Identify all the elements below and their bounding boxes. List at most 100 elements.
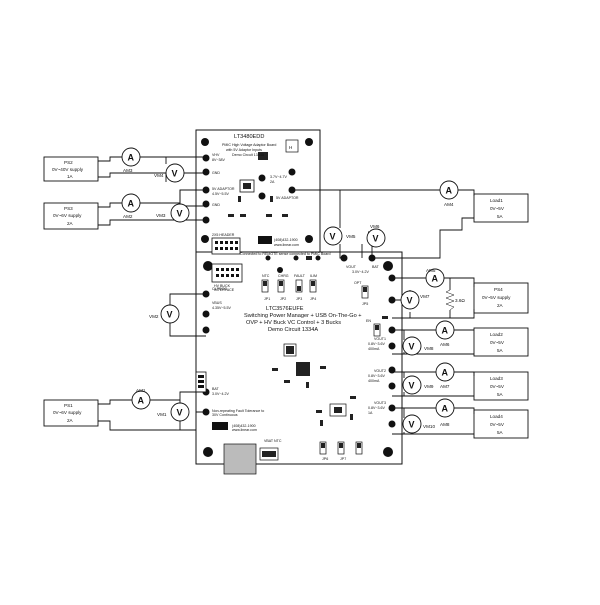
am1-label: AM1: [136, 388, 146, 393]
adapter-components: H: [228, 139, 299, 217]
jp5-label: JP5: [362, 302, 368, 306]
jp2-label: JP2: [280, 297, 286, 301]
adapter-title-line-2: with 5V Adaptor Inputs: [226, 148, 262, 152]
ps1-current: 2A: [67, 418, 74, 423]
vm4-symbol: V: [172, 169, 178, 179]
load-resistor: 3.6Ω: [445, 289, 465, 311]
load3-range: 0V~5V: [490, 384, 505, 389]
ps4-supply: PS4 0V~5V supply 2A: [473, 282, 529, 314]
am8-symbol: A: [442, 404, 449, 414]
am4-label: AM4: [444, 202, 454, 207]
vhv-range: 8V~38V: [212, 158, 225, 162]
load4-range: 0V~5V: [490, 422, 505, 427]
adapter-part-number: LT3480EDD: [234, 134, 264, 140]
svg-text:H: H: [289, 145, 292, 150]
vout3-current: 1A: [368, 411, 373, 415]
en-label: EN: [366, 319, 371, 323]
vbat-ntc-label: VBAT NTC: [264, 439, 282, 443]
load1-range: 0V~5V: [490, 206, 505, 211]
ps3-supply: PS3 0V~6V supply 2A: [43, 202, 99, 230]
ps2-current: 1A: [67, 174, 74, 179]
clprog-label: CLPROG: [212, 287, 227, 291]
jp1-label: JP1: [264, 297, 270, 301]
hv-buck-label: HV BUCK: [214, 284, 231, 288]
ps1-range: 0V~6V supply: [53, 410, 82, 415]
main-title-line-2: Switching Power Manager + USB On-The-Go …: [244, 313, 362, 319]
am4-symbol: A: [446, 186, 453, 196]
voltmeter-vm6: V VM6: [366, 224, 386, 248]
adapter-title-line-1: PMIC High Voltage Adaptor Board: [222, 143, 276, 147]
adapter-board: [195, 129, 321, 253]
voltmeter-vm7: V VM7: [400, 290, 430, 310]
vm2-label: VM2: [149, 314, 159, 319]
battery-connector: [195, 371, 207, 393]
adapter-output-voltage: 3.7V~4.7V: [270, 175, 287, 179]
vm6-label: VM6: [370, 224, 380, 229]
load3-current: 5A: [497, 392, 504, 397]
ammeter-am2: A AM2: [121, 193, 141, 219]
ammeter-am4: A AM4: [439, 180, 459, 207]
load2-name: Load2: [490, 332, 503, 337]
am3-label: AM3: [123, 168, 133, 173]
am5-label: AM5: [426, 268, 436, 273]
adapter-title-line-3: Demo Circuit 1344A: [232, 153, 265, 157]
ps2-supply: PS2 0V~40V supply 1A: [43, 156, 99, 182]
ps4-range: 0V~5V supply: [482, 295, 511, 300]
vm3-symbol: V: [177, 209, 183, 219]
adapter-logo-area: (408)432-1900 www.linear.com: [258, 236, 299, 247]
jp3-label: JP3: [296, 297, 302, 301]
jumper-blocks: [261, 279, 381, 455]
vm5-label: VM5: [346, 234, 356, 239]
voltmeter-vm1: V VM1: [157, 402, 190, 422]
vm10-label: VM10: [423, 424, 435, 429]
resistor-value: 3.6Ω: [455, 298, 465, 303]
vbus-range: 4.35V~5.5V: [212, 306, 231, 310]
load4-box: Load4 0V~5V 5A: [473, 409, 529, 439]
load3-box: Load3 0V~5V 5A: [473, 371, 529, 401]
vm7-symbol: V: [407, 296, 413, 306]
ps1-supply: PS1 0V~6V supply 2A: [43, 399, 99, 427]
load1-name: Load1: [490, 198, 503, 203]
voltmeter-vm10: V VM10: [402, 414, 435, 434]
vout1-current: 400mA: [368, 347, 380, 351]
am3-symbol: A: [128, 153, 135, 163]
wiring: [98, 156, 475, 435]
ps3-name: PS3: [64, 206, 73, 211]
ps3-range: 0V~6V supply: [53, 213, 82, 218]
vout3-range: 0.8V~3.6V: [368, 406, 385, 410]
vout-label: VOUT: [346, 265, 357, 269]
vm9-label: VM9: [424, 384, 434, 389]
vout1-range: 0.8V~3.6V: [368, 342, 385, 346]
vm7-label: VM7: [420, 294, 430, 299]
vout1-label: VOUT1: [374, 337, 386, 341]
adapter-web: www.linear.com: [274, 243, 299, 247]
load2-current: 5A: [497, 348, 504, 353]
fault-note-line-1: Non-repeating Fault Tolerance to: [212, 409, 264, 413]
jp4-label: JP4: [310, 297, 316, 301]
jp7-label: JP7: [340, 457, 346, 461]
adapter-board-text: LT3480EDD PMIC High Voltage Adaptor Boar…: [212, 134, 331, 256]
ammeter-am8: A AM8: [435, 398, 455, 427]
main-title-line-3: OVP + HV Buck VC Control + 3 Bucks: [246, 320, 341, 326]
ammeter-am3: A AM3: [121, 147, 141, 173]
vhv-label: VHV: [212, 153, 220, 157]
mounting-holes: [201, 138, 393, 457]
adapter-phone: (408)432-1900: [274, 238, 298, 242]
load2-range: 0V~5V: [490, 340, 505, 345]
ammeter-am7: A AM7: [435, 362, 455, 389]
vbus-label: VBUS: [212, 301, 222, 305]
ps1-name: PS1: [64, 403, 73, 408]
main-board-text: JP1 JP2 JP3 JP4 NTC CHRG FAULT ILIM OPT …: [212, 265, 386, 461]
vm9-symbol: V: [409, 381, 415, 391]
usb-connector: [223, 443, 279, 475]
voltmeter-vm3: V VM3: [156, 203, 190, 223]
load2-box: Load2 0V~5V 5A: [473, 327, 529, 357]
vout2-current: 400mA: [368, 379, 380, 383]
ps2-range: 0V~40V supply: [52, 167, 84, 172]
vbat-label: BAT: [212, 387, 220, 391]
remote-sense-note: Connected to REMOTE sense connected to P…: [240, 252, 331, 256]
vm4-label: VM4: [154, 173, 164, 178]
adapter-gnd-label-1: GND: [212, 171, 220, 175]
bat-range: 3.0V~4.2V: [352, 270, 369, 274]
vout3-label: VOUT3: [374, 401, 386, 405]
